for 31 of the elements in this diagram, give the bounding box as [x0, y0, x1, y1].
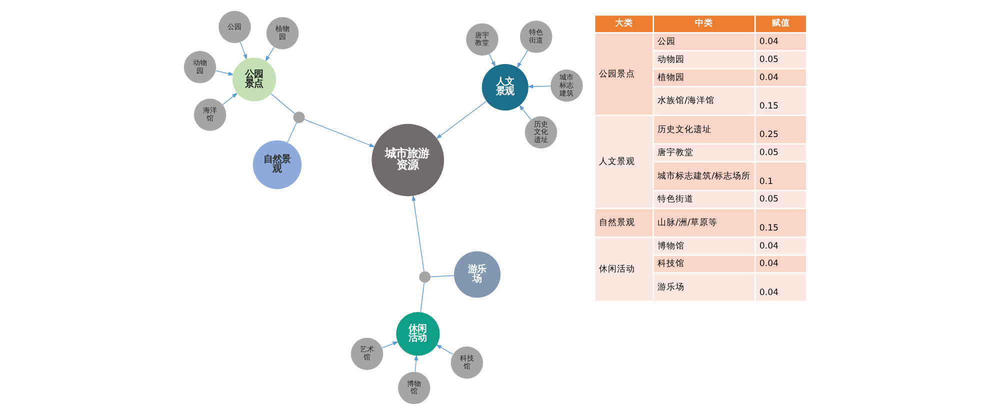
label: 唐宇教堂 [658, 148, 694, 158]
label: 动物园 [658, 54, 685, 65]
label: 历史文化遗址 [658, 124, 712, 135]
label: 城市标志建筑/标志场所 [658, 171, 751, 182]
label: 0.04 [759, 37, 779, 48]
label: 中类 [695, 18, 714, 28]
label: 0.04 [759, 259, 779, 270]
label: 公园 [658, 37, 676, 48]
label: 科技馆 [658, 259, 685, 270]
label: 人文景观 [598, 157, 635, 168]
label: 特色街道 [658, 194, 694, 205]
label: 0.05 [759, 194, 779, 205]
label: 休闲活动 [598, 264, 635, 275]
label: 0.15 [759, 223, 779, 234]
label: 0.15 [759, 102, 779, 112]
label: 水族馆/海洋馆 [658, 96, 715, 106]
label: 公园景点 [598, 69, 635, 80]
label: 山脉/洲/草原等 [658, 218, 718, 228]
label: 植物园 [658, 72, 685, 83]
label: 0.05 [759, 148, 779, 158]
label: 0.04 [759, 241, 779, 252]
label: 自然景观 [598, 218, 635, 228]
label: 0.04 [759, 72, 779, 83]
label: 博物馆 [658, 241, 685, 252]
label: 0.25 [759, 130, 779, 140]
label: 游乐场 [658, 282, 685, 293]
label: 大类 [614, 18, 633, 28]
label: 0.04 [759, 288, 779, 298]
label: 0.1 [759, 176, 774, 187]
label: 赋值 [772, 18, 790, 28]
label: 0.05 [759, 54, 779, 65]
